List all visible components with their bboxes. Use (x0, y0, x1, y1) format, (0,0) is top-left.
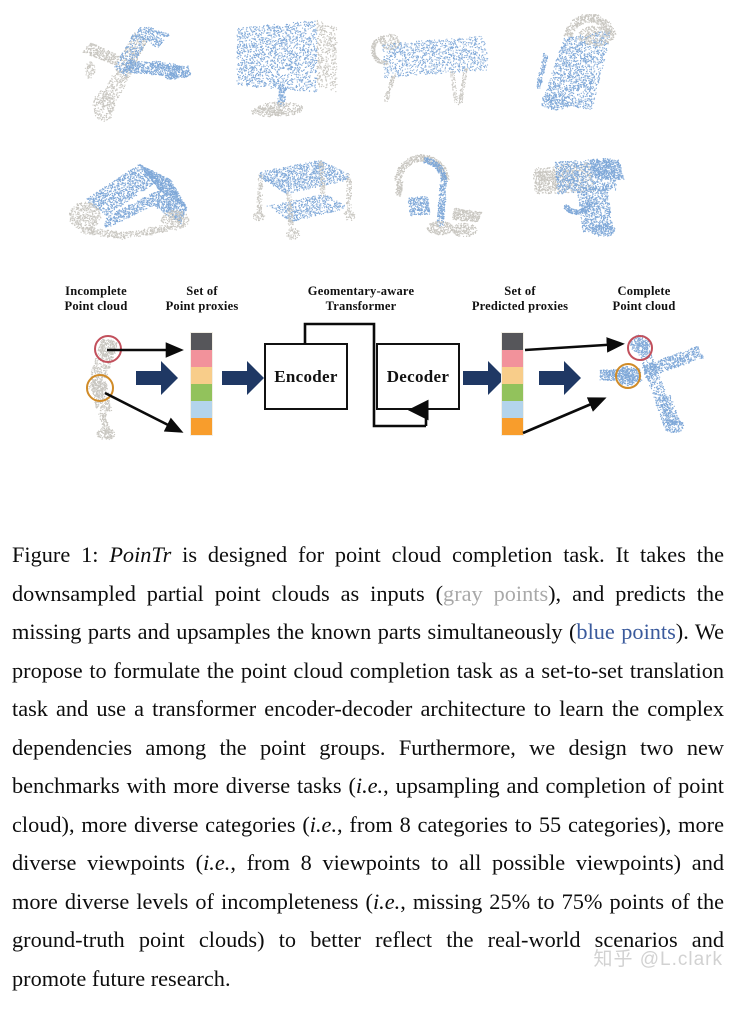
caption-ie-4: i.e. (373, 889, 400, 914)
point-cloud-monitor (225, 14, 350, 129)
encoder-decoder-skip-connection (303, 322, 429, 428)
point-cloud-sofa (55, 146, 205, 246)
caption-part2: ), and predicts the missing parts and up… (12, 581, 724, 645)
proxy-segment (191, 401, 212, 418)
output-complete-cloud-svg (599, 334, 704, 434)
caption-part7: , missing 25% to 75% points of the groun… (12, 889, 724, 991)
caption-prefix: Figure 1: (12, 542, 109, 567)
pipeline-diagram: Incomplete Point cloud Set of Point prox… (0, 262, 737, 472)
red-highlight-circle-output (627, 335, 653, 361)
label-transformer-line2: Transformer (276, 299, 446, 314)
caption-ie-2: i.e. (310, 812, 337, 837)
sofa-point-cloud-svg (68, 163, 190, 240)
label-complete-line2: Point cloud (585, 299, 703, 314)
label-set-of-line1: Set of (143, 284, 261, 299)
caption-blue-points: blue points (576, 619, 675, 644)
caption-part5: , from 8 categories to 55 categories), m… (12, 812, 724, 876)
monitor-point-cloud-svg (236, 19, 338, 118)
proxy-segment (191, 333, 212, 350)
orange-highlight-circle-input (86, 374, 114, 402)
predicted-proxy-segment (502, 350, 523, 367)
label-set-of-predicted-proxies: Set of Predicted proxies (455, 284, 585, 314)
caption-gray-points: gray points (443, 581, 548, 606)
caption-ie-3: i.e. (203, 850, 230, 875)
label-predicted-line2: Predicted proxies (455, 299, 585, 314)
point-cloud-bench (360, 14, 510, 129)
predicted-proxies-bar (501, 332, 524, 436)
predicted-proxy-segment (502, 367, 523, 384)
arrow-top-output (524, 337, 625, 353)
label-transformer-line1: Geomentary-aware (276, 284, 446, 299)
proxy-segment (191, 418, 212, 435)
label-predicted-line1: Set of (455, 284, 585, 299)
caption-part1: is designed for point cloud completion t… (12, 542, 724, 606)
pistol-point-cloud-svg (532, 157, 625, 237)
figure-caption: Figure 1: PoinTr is designed for point c… (12, 536, 724, 998)
blue-arrow-2 (222, 361, 264, 395)
predicted-proxy-segment (502, 333, 523, 350)
airplane-point-cloud-svg (82, 26, 192, 122)
faucet-point-cloud-svg (394, 154, 483, 238)
encoder-box[interactable]: Encoder (264, 343, 348, 410)
zhihu-watermark: 知乎 @L.clark (593, 944, 723, 971)
point-cloud-gallery (0, 0, 737, 262)
label-incomplete-line1: Incomplete (36, 284, 156, 299)
label-complete-line1: Complete (585, 284, 703, 299)
point-cloud-car (520, 14, 660, 129)
point-proxies-bar (190, 332, 213, 436)
point-cloud-airplane (60, 14, 230, 129)
caption-part6: , from 8 viewpoints to all possible view… (12, 850, 724, 914)
blue-arrow-3 (463, 361, 505, 395)
proxy-to-output-arrows (522, 337, 625, 435)
label-incomplete-line2: Point cloud (36, 299, 156, 314)
proxy-segment (191, 384, 212, 401)
predicted-proxy-segment (502, 418, 523, 435)
blue-arrow-4 (539, 361, 581, 395)
arrow-bottom-proxy (104, 391, 184, 433)
label-point-proxies-line2: Point proxies (143, 299, 261, 314)
point-cloud-table (225, 146, 365, 246)
point-cloud-pistol (515, 146, 655, 246)
bench-point-cloud-svg (370, 33, 489, 106)
arrow-bottom-output (522, 397, 607, 435)
orange-highlight-circle-output (615, 363, 641, 389)
proxy-segment (191, 350, 212, 367)
caption-part4: , upsampling and completion of point clo… (12, 773, 724, 837)
decoder-label: Decoder (387, 367, 450, 387)
label-incomplete-point-cloud: Incomplete Point cloud (36, 284, 156, 314)
encoder-label: Encoder (274, 367, 337, 387)
car-point-cloud-svg (536, 14, 617, 111)
proxy-segment (191, 367, 212, 384)
label-set-of-point-proxies: Set of Point proxies (143, 284, 261, 314)
caption-part3: ). We propose to formulate the point clo… (12, 619, 724, 798)
label-geometry-aware-transformer: Geomentary-aware Transformer (276, 284, 446, 314)
predicted-proxy-segment (502, 401, 523, 418)
caption-ie-1: i.e. (356, 773, 383, 798)
table-point-cloud-svg (252, 160, 356, 241)
point-cloud-faucet (378, 146, 498, 246)
input-to-proxy-arrows (104, 342, 184, 433)
caption-model-name: PoinTr (109, 542, 171, 567)
label-complete-point-cloud: Complete Point cloud (585, 284, 703, 314)
predicted-proxy-segment (502, 384, 523, 401)
blue-arrow-1 (136, 361, 178, 395)
